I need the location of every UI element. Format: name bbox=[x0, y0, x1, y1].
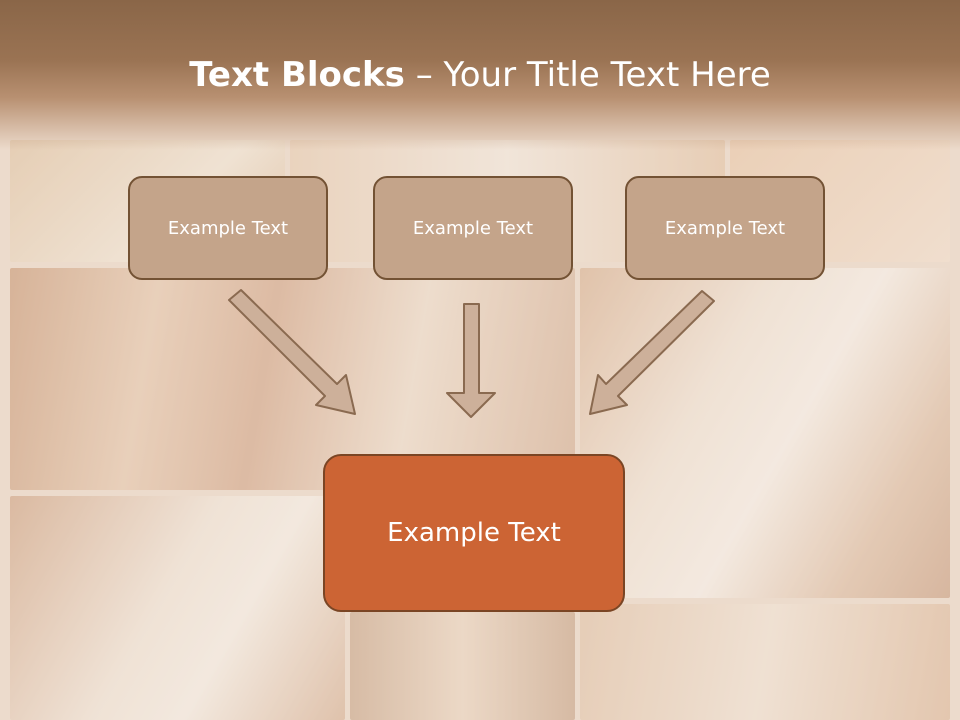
photo-tile bbox=[350, 612, 575, 720]
title-band bbox=[0, 0, 960, 150]
slide-title[interactable]: Text Blocks – Your Title Text Here bbox=[0, 52, 960, 98]
text-block-2-label: Example Text bbox=[412, 217, 534, 239]
text-block-2[interactable]: Example Text bbox=[373, 176, 573, 280]
slide-title-bold: Text Blocks bbox=[189, 55, 405, 95]
slide-title-rest: – Your Title Text Here bbox=[404, 55, 771, 95]
main-text-block[interactable]: Example Text bbox=[323, 454, 625, 612]
text-block-1-label: Example Text bbox=[167, 217, 289, 239]
main-text-block-label: Example Text bbox=[387, 518, 561, 548]
text-block-3-label: Example Text bbox=[664, 217, 786, 239]
photo-tile bbox=[10, 496, 345, 720]
text-block-1[interactable]: Example Text bbox=[128, 176, 328, 280]
text-block-3[interactable]: Example Text bbox=[625, 176, 825, 280]
photo-tile bbox=[580, 604, 950, 720]
